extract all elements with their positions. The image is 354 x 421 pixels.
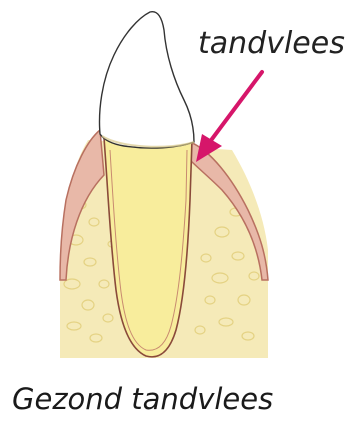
figure-caption: Gezond tandvlees — [12, 382, 273, 416]
structure-label: tandvlees — [198, 26, 345, 61]
pointer-arrow — [196, 72, 262, 162]
tooth-crown — [100, 12, 194, 148]
